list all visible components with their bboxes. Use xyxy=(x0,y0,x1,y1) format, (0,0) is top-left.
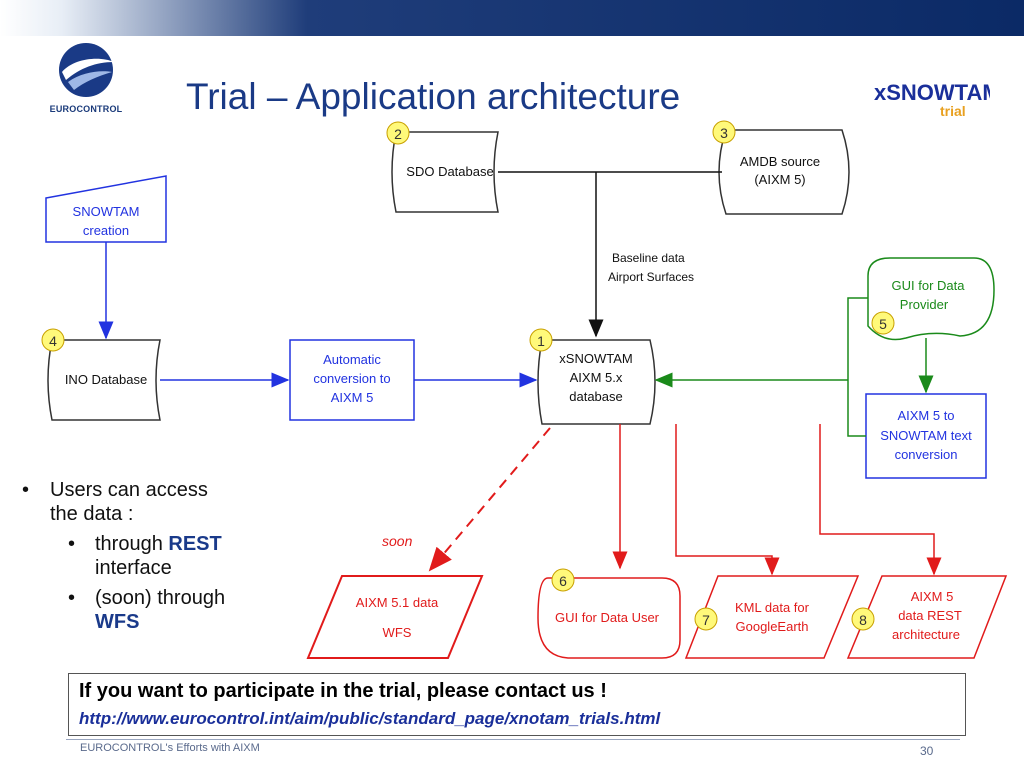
auto-label-1: Automatic xyxy=(323,352,381,367)
xsnowtam-label-2: AIXM 5.x xyxy=(570,370,623,385)
badge-8-number: 8 xyxy=(859,612,867,628)
amdb-label-2: (AIXM 5) xyxy=(754,172,805,187)
amdb-source-node: AMDB source (AIXM 5) xyxy=(718,129,850,215)
green-loop xyxy=(847,297,868,437)
svg-text:xSNOWTAM: xSNOWTAM xyxy=(874,80,990,105)
gui-data-provider-node: GUI for Data Provider xyxy=(867,257,995,341)
badge-8 xyxy=(851,607,875,631)
eurocontrol-logo xyxy=(59,43,114,97)
automatic-conversion-node: Automatic conversion to AIXM 5 xyxy=(289,339,415,421)
logo-text: EUROCONTROL xyxy=(49,104,123,114)
sdo-database-node: SDO Database xyxy=(391,131,499,213)
xsnowtam-database-node: xSNOWTAM AIXM 5.x database xyxy=(537,339,656,425)
sdo-label: SDO Database xyxy=(406,164,493,179)
to-rest-arrow xyxy=(819,424,942,576)
wfs-label-1: AIXM 5.1 data xyxy=(356,595,439,610)
badge-6-number: 6 xyxy=(559,573,567,589)
bullet-list: Users can access the data : through REST… xyxy=(18,478,278,634)
rest-label-1: AIXM 5 xyxy=(911,589,954,604)
ino-database-node: INO Database xyxy=(47,339,161,421)
gui-du-label: GUI for Data User xyxy=(555,610,660,625)
badge-2 xyxy=(386,121,410,145)
badge-1 xyxy=(529,328,553,352)
gui-dp-label-1: GUI for Data xyxy=(892,278,966,293)
wfs-label-2: WFS xyxy=(383,625,412,640)
bullet-rest-keyword: REST xyxy=(168,533,222,555)
bullet-1-line-1: Users can access xyxy=(50,479,208,501)
bullet-rest: through REST interface xyxy=(18,532,278,580)
conv-label-1: AIXM 5 to xyxy=(897,408,954,423)
rest-label-3: architecture xyxy=(892,627,960,642)
bullet-wfs: (soon) through WFS xyxy=(18,586,278,634)
kml-node: KML data for GoogleEarth xyxy=(684,575,860,659)
bullet-wfs-prefix: (soon) through xyxy=(95,587,226,609)
bullet-rest-suffix: interface xyxy=(95,557,172,579)
badge-2-number: 2 xyxy=(394,126,402,142)
badge-6 xyxy=(551,568,575,592)
aixm-wfs-node: AIXM 5.1 data WFS xyxy=(306,575,484,659)
amdb-label-1: AMDB source xyxy=(740,154,820,169)
snowtam-label-2: creation xyxy=(83,223,129,238)
conv-label-3: conversion xyxy=(895,447,958,462)
page-number: 30 xyxy=(920,744,934,758)
bullet-rest-prefix: through xyxy=(95,533,169,555)
soon-label: soon xyxy=(382,533,413,549)
badge-3-number: 3 xyxy=(720,125,728,141)
badge-4 xyxy=(41,328,65,352)
baseline-label-1: Baseline data xyxy=(612,251,685,265)
kml-label-1: KML data for xyxy=(735,600,810,615)
bullet-1-line-2: the data : xyxy=(50,503,134,525)
rest-label-2: data REST xyxy=(898,608,962,623)
contact-box: If you want to participate in the trial,… xyxy=(68,673,966,736)
badge-7 xyxy=(694,607,718,631)
snowtam-text-conversion-node: AIXM 5 to SNOWTAM text conversion xyxy=(865,393,987,479)
contact-title: If you want to participate in the trial,… xyxy=(79,680,607,702)
footer-divider xyxy=(66,739,960,740)
auto-label-3: AIXM 5 xyxy=(331,390,374,405)
badge-7-number: 7 xyxy=(702,612,710,628)
to-kml-arrow xyxy=(675,424,780,576)
kml-label-2: GoogleEarth xyxy=(736,619,809,634)
badge-1-number: 1 xyxy=(537,333,545,349)
rest-node: AIXM 5 data REST architecture xyxy=(846,575,1008,659)
conv-label-2: SNOWTAM text xyxy=(880,428,972,443)
xsnowtam-brand-logo: xSNOWTAM trial xyxy=(870,74,990,120)
contact-link[interactable]: http://www.eurocontrol.int/aim/public/st… xyxy=(79,709,661,728)
badge-5-number: 5 xyxy=(879,316,887,332)
snowtam-creation-node: SNOWTAM creation xyxy=(45,175,167,243)
soon-dashed-arrow xyxy=(428,427,551,572)
gui-dp-label-2: Provider xyxy=(900,297,949,312)
ino-label: INO Database xyxy=(65,372,147,387)
auto-label-2: conversion to xyxy=(313,371,390,386)
page-title: Trial – Application architecture xyxy=(186,76,681,117)
gui-data-user-node: GUI for Data User xyxy=(537,577,681,659)
xsnowtam-label-3: database xyxy=(569,389,623,404)
footer-title: EUROCONTROL's Efforts with AIXM xyxy=(80,742,260,754)
baseline-label-2: Airport Surfaces xyxy=(608,270,694,284)
bullet-users-access: Users can access the data : xyxy=(18,478,278,526)
snowtam-label-1: SNOWTAM xyxy=(73,204,140,219)
bullet-wfs-keyword: WFS xyxy=(95,611,140,633)
svg-text:trial: trial xyxy=(940,103,966,119)
badge-4-number: 4 xyxy=(49,333,57,349)
badge-3 xyxy=(712,120,736,144)
badge-5 xyxy=(871,311,895,335)
top-banner xyxy=(0,0,1024,36)
xsnowtam-label-1: xSNOWTAM xyxy=(559,351,632,366)
